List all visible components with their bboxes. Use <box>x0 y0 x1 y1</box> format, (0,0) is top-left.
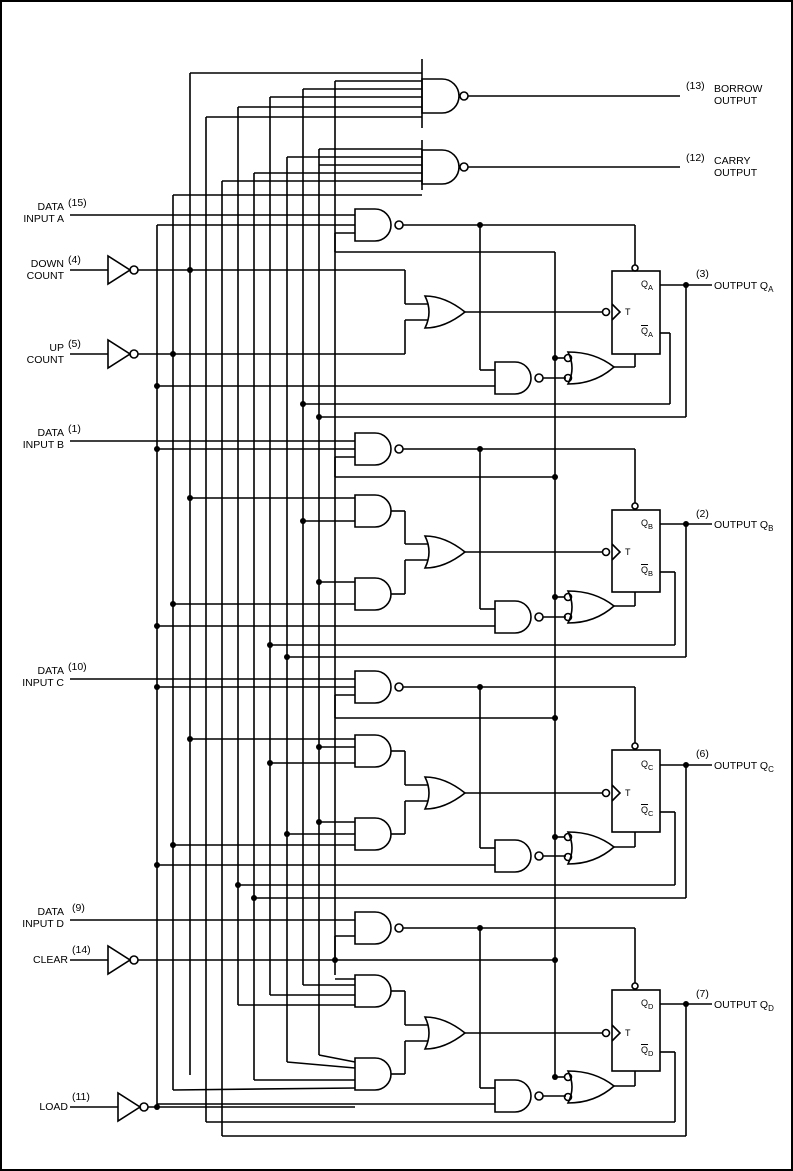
q-letter: Q <box>641 518 649 528</box>
stage-c-gates <box>157 670 712 899</box>
pin-number: (9) <box>72 902 85 914</box>
pin-number: (3) <box>696 268 709 280</box>
label-line: COUNT <box>26 270 64 282</box>
ff-d-t: T <box>625 1028 631 1038</box>
pin-number: (10) <box>68 661 87 673</box>
inverters <box>107 254 149 1123</box>
label-subscript: D <box>768 1004 774 1014</box>
pin-number: (1) <box>68 423 81 435</box>
pin-number: (14) <box>72 944 91 956</box>
label-line: INPUT B <box>22 439 64 451</box>
input-lines <box>70 214 555 1108</box>
label-line: UP <box>49 342 64 354</box>
q-sub: C <box>648 808 654 818</box>
pin-number: (15) <box>68 197 87 209</box>
output-qd-label: OUTPUT QD <box>714 999 774 1015</box>
flipflop-b <box>611 509 661 593</box>
output-qc-label: OUTPUT QC <box>714 760 774 776</box>
q-letter: Q <box>641 759 649 769</box>
label-line: DOWN <box>30 258 64 270</box>
q-sub: B <box>648 568 654 578</box>
q-sub: A <box>648 282 654 292</box>
ff-a-t: T <box>625 307 631 317</box>
pin-number: (5) <box>68 338 81 350</box>
output-qb-label: OUTPUT QB <box>714 519 773 535</box>
label-line: DATA <box>37 201 64 213</box>
flipflop-c <box>611 749 661 833</box>
data-input-c-label: DATA INPUT C <box>10 665 64 689</box>
label-line: CARRY <box>714 155 751 167</box>
data-input-a-label: DATA INPUT A <box>10 201 64 225</box>
carry-output-label: CARRY OUTPUT <box>714 155 757 179</box>
label-text: OUTPUT Q <box>714 760 769 772</box>
label-subscript: A <box>768 285 774 295</box>
flipflop-a <box>611 270 661 355</box>
pin-number: (4) <box>68 254 81 266</box>
ff-b-q: QB <box>641 518 653 532</box>
pin-number: (12) <box>686 152 705 164</box>
stage-d-gates <box>157 911 712 1137</box>
label-line: COUNT <box>26 354 64 366</box>
ff-d-qbar: QD <box>641 1045 653 1059</box>
label-subscript: B <box>768 524 774 534</box>
q-sub: D <box>648 1048 654 1058</box>
pin-number: (7) <box>696 988 709 1000</box>
borrow-nand-gate <box>190 59 680 128</box>
label-line: INPUT C <box>22 677 64 689</box>
load-label: LOAD <box>39 1101 68 1113</box>
label-line: DATA <box>37 906 64 918</box>
pin-number: (11) <box>72 1091 90 1103</box>
label-line: OUTPUT <box>714 167 758 179</box>
label-line: OUTPUT <box>714 95 758 107</box>
data-input-d-label: DATA INPUT D <box>10 906 64 930</box>
label-subscript: C <box>768 765 774 775</box>
ff-d-q: QD <box>641 998 653 1012</box>
stage-a-gates <box>157 208 712 418</box>
q-letter: Q <box>641 279 649 289</box>
qbar-letter: Q <box>641 805 649 815</box>
label-line: INPUT D <box>22 918 64 930</box>
output-qa-label: OUTPUT QA <box>714 280 773 296</box>
borrow-output-label: BORROW OUTPUT <box>714 83 762 107</box>
carry-nand-gate <box>173 140 680 196</box>
ff-a-qbar: QA <box>641 326 653 340</box>
pin-number: (13) <box>686 80 705 92</box>
junction-dots <box>154 222 689 1110</box>
q-sub: C <box>648 762 654 772</box>
clear-label: CLEAR <box>32 954 68 966</box>
pin-number: (2) <box>696 508 709 520</box>
data-input-b-label: DATA INPUT B <box>10 427 64 451</box>
stage-b-gates <box>157 432 712 658</box>
label-line: DATA <box>37 665 64 677</box>
label-line: INPUT A <box>23 213 64 225</box>
qbar-letter: Q <box>641 565 649 575</box>
vertical-bus-lines <box>156 73 336 1136</box>
up-count-label: UP COUNT <box>10 342 64 366</box>
ff-a-q: QA <box>641 279 653 293</box>
q-sub: B <box>648 521 654 531</box>
ff-c-q: QC <box>641 759 653 773</box>
down-count-label: DOWN COUNT <box>10 258 64 282</box>
ff-c-t: T <box>625 788 631 798</box>
label-line: BORROW <box>714 83 763 95</box>
qbar-letter: Q <box>641 326 649 336</box>
label-text: OUTPUT Q <box>714 519 769 531</box>
qbar-letter: Q <box>641 1045 649 1055</box>
q-sub: A <box>648 329 654 339</box>
ff-b-qbar: QB <box>641 565 653 579</box>
q-sub: D <box>648 1001 654 1011</box>
label-line: DATA <box>37 427 64 439</box>
label-text: OUTPUT Q <box>714 999 769 1011</box>
q-letter: Q <box>641 998 649 1008</box>
label-text: OUTPUT Q <box>714 280 769 292</box>
ff-c-qbar: QC <box>641 805 653 819</box>
pin-number: (6) <box>696 748 709 760</box>
ff-b-t: T <box>625 547 631 557</box>
flipflop-d <box>611 989 661 1072</box>
